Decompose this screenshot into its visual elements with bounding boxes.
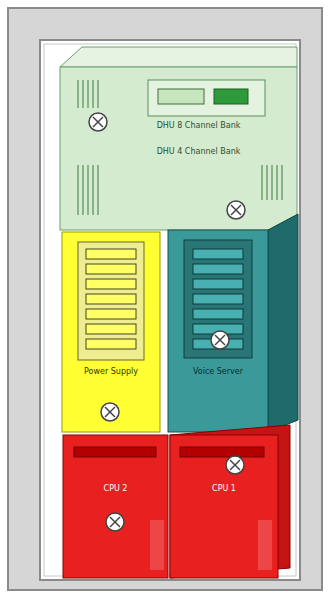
cpu-unit: CPU 1: [170, 435, 278, 578]
x-marker: [211, 331, 229, 349]
unit-label: CPU 2: [63, 484, 168, 494]
unit-label: DHU 8 Channel Bank: [60, 121, 297, 131]
x-marker: [89, 113, 107, 131]
x-marker: [227, 201, 245, 219]
x-marker: [226, 456, 244, 474]
unit-label: Power Supply: [62, 367, 160, 377]
unit-label: DHU 4 Channel Bank: [60, 147, 297, 157]
cpu-unit: CPU 2: [63, 435, 168, 578]
x-marker: [106, 513, 124, 531]
power-supply-tower: Power Supply: [62, 232, 160, 432]
channel-bank: DHU 8 Channel BankDHU 4 Channel Bank: [60, 67, 297, 230]
x-marker: [101, 403, 119, 421]
voice-server-tower: Voice Server: [168, 230, 268, 432]
unit-label: Voice Server: [168, 367, 268, 377]
unit-label: CPU 1: [170, 484, 278, 494]
